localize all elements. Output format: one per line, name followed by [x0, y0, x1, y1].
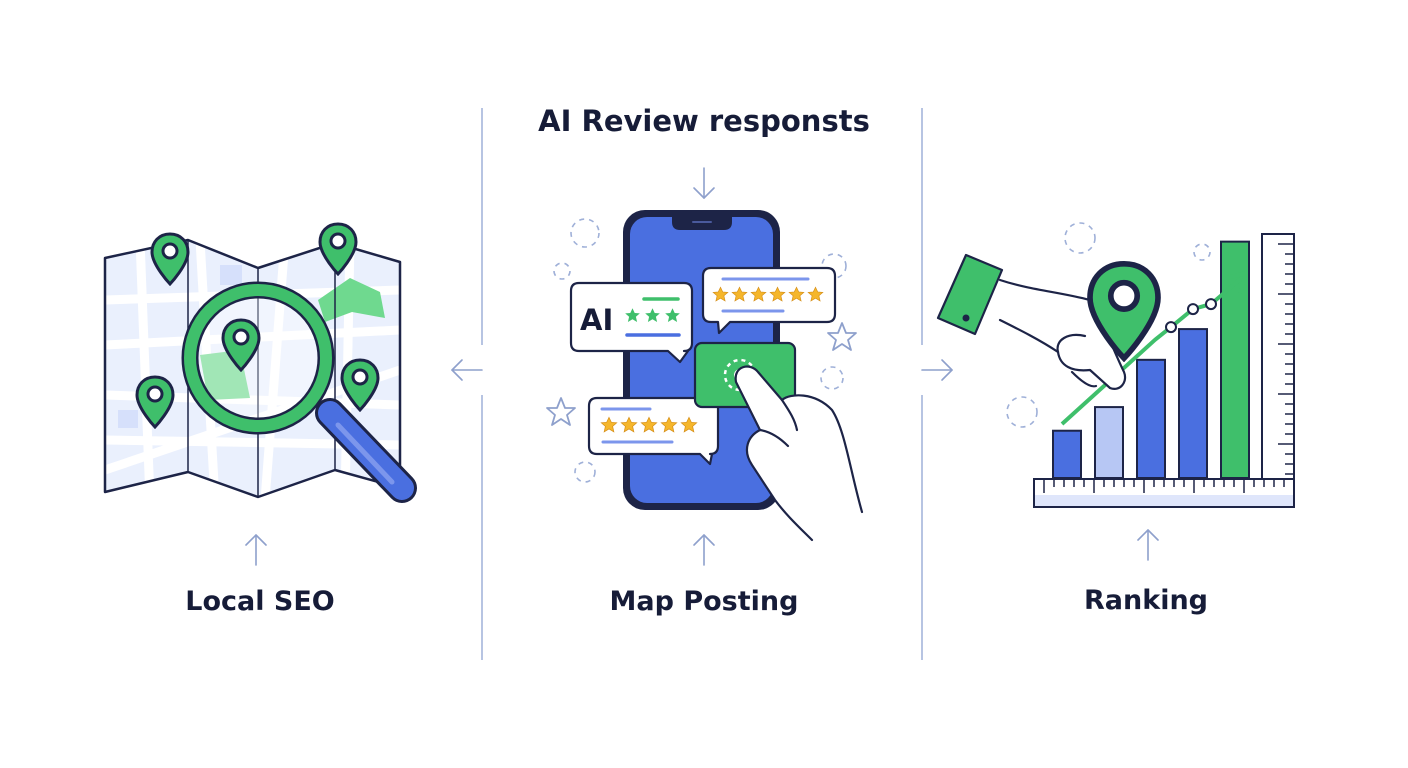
flow-arrows: [245, 167, 1159, 566]
star-outline-icons: [546, 322, 857, 426]
ai-badge-label: AI: [580, 303, 613, 337]
ai-review-bubble: AI: [569, 281, 694, 364]
arrow-right-icon: [921, 359, 953, 381]
trend-point: [1187, 303, 1199, 316]
trend-arrowhead-icon: [1225, 271, 1248, 294]
label-ranking: Ranking: [1084, 585, 1208, 616]
decorative-circles: [553, 218, 1211, 483]
review-bubble: [587, 396, 720, 466]
label-ai-review: AI Review responsts: [538, 104, 870, 138]
bar-3: [1136, 358, 1166, 479]
magnifier-icon: [181, 281, 417, 503]
trend-point: [1165, 321, 1177, 334]
arrow-left-icon: [451, 359, 483, 381]
bar-1: [1052, 429, 1082, 479]
arrow-down-icon: [693, 167, 715, 199]
ruler-icon: [1033, 233, 1295, 508]
label-map-posting: Map Posting: [609, 586, 799, 617]
trend-polyline: [1060, 274, 1246, 426]
arrow-up-icon: [1137, 529, 1159, 561]
arrow-up-icon: [693, 534, 715, 566]
bar-4: [1178, 328, 1208, 479]
arrow-up-icon: [245, 534, 267, 566]
bar-2: [1094, 406, 1124, 479]
section-dividers: [481, 108, 923, 660]
label-local-seo: Local SEO: [185, 586, 335, 617]
trend-line: [1060, 271, 1248, 426]
review-bubble: [701, 266, 837, 335]
trend-point: [1205, 298, 1217, 311]
hand-icon: [734, 365, 864, 542]
